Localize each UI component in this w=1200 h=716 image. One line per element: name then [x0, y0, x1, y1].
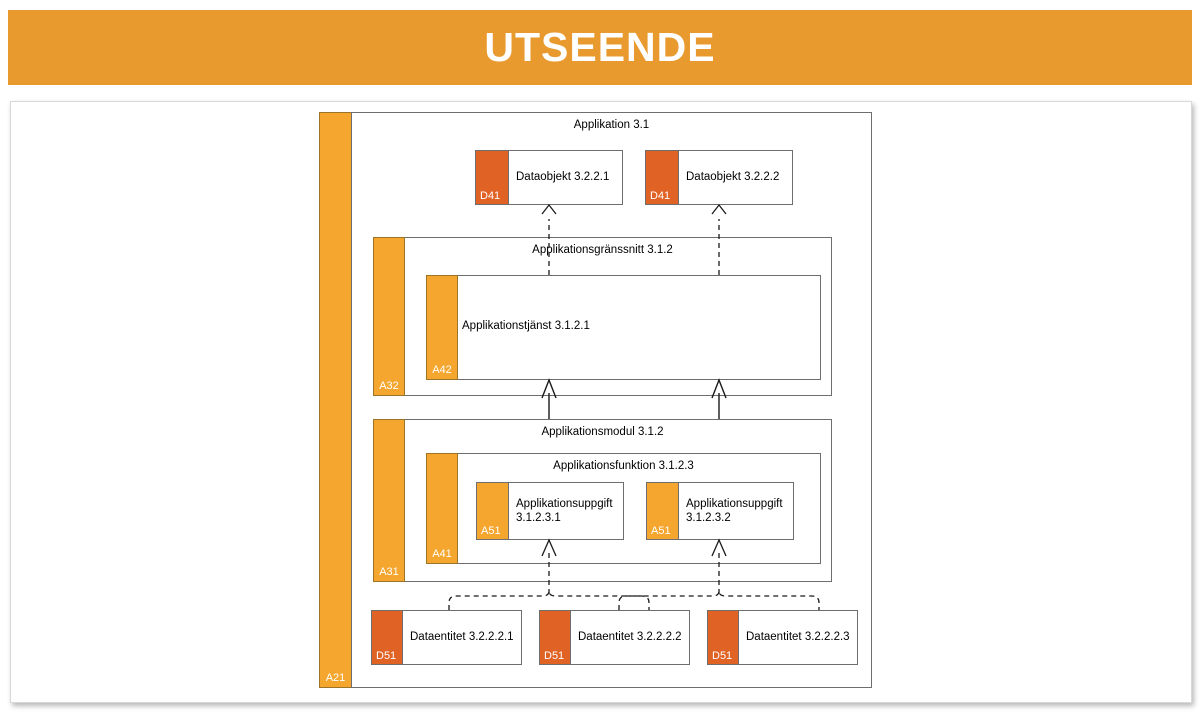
- element-dataentitet-3-2-2-2-1-label: Dataentitet 3.2.2.2.1: [410, 631, 514, 644]
- element-dataentitet-3-2-2-2-2-tab-label: D51: [544, 650, 565, 662]
- element-applikationsuppgift-3-1-2-3-1[interactable]: A51 Applikationsuppgift 3.1.2.3.1: [476, 482, 624, 540]
- element-dataentitet-3-2-2-2-3-tab-label: D51: [712, 650, 733, 662]
- element-dataentitet-3-2-2-2-2-tab: D51: [540, 611, 571, 664]
- element-applikationsuppgift-3-1-2-3-2-label: Applikationsuppgift 3.1.2.3.2: [686, 497, 783, 524]
- container-spine-a31-label: A31: [379, 566, 399, 578]
- container-spine-a42-label: A42: [432, 364, 452, 376]
- container-spine-a41-label: A41: [432, 548, 452, 560]
- element-dataentitet-3-2-2-2-1-tab: D51: [372, 611, 403, 664]
- element-dataobjekt-3-2-2-2-tab-label: D41: [650, 190, 671, 202]
- group-applikation-3-1-caption: Applikation 3.1: [573, 119, 650, 131]
- container-spine-a21-label: A21: [325, 672, 346, 684]
- container-spine-a41[interactable]: A41: [426, 453, 458, 564]
- container-spine-a21[interactable]: A21: [319, 112, 352, 688]
- container-spine-a32-label: A32: [379, 380, 399, 392]
- content-card: A21 Applikation 3.1 D41 Dataobjekt 3.2.2…: [10, 101, 1192, 703]
- element-dataobjekt-3-2-2-1-tab-label: D41: [480, 190, 501, 202]
- element-dataentitet-3-2-2-2-3-label: Dataentitet 3.2.2.2.3: [746, 631, 850, 644]
- element-dataentitet-3-2-2-2-2[interactable]: D51 Dataentitet 3.2.2.2.2: [539, 610, 690, 665]
- page-title: UTSEENDE: [484, 24, 716, 70]
- header-banner: UTSEENDE: [8, 10, 1192, 85]
- element-applikationsuppgift-3-1-2-3-1-tab: A51: [477, 483, 509, 539]
- container-spine-a42[interactable]: A42: [426, 275, 458, 380]
- element-dataentitet-3-2-2-2-3[interactable]: D51 Dataentitet 3.2.2.2.3: [707, 610, 858, 665]
- group-applikationstjanst-3-1-2-1-caption: Applikationstjänst 3.1.2.1: [462, 320, 590, 332]
- element-dataobjekt-3-2-2-1-tab: D41: [476, 151, 509, 204]
- container-spine-a31[interactable]: A31: [373, 419, 405, 582]
- element-dataentitet-3-2-2-2-2-label: Dataentitet 3.2.2.2.2: [578, 631, 682, 644]
- element-applikationsuppgift-3-1-2-3-2[interactable]: A51 Applikationsuppgift 3.1.2.3.2: [646, 482, 794, 540]
- element-applikationsuppgift-3-1-2-3-2-tab-label: A51: [651, 525, 671, 537]
- group-applikationstjanst-3-1-2-1[interactable]: [426, 275, 821, 380]
- element-dataobjekt-3-2-2-2-label: Dataobjekt 3.2.2.2: [686, 171, 780, 184]
- element-dataobjekt-3-2-2-1-label: Dataobjekt 3.2.2.1: [516, 171, 610, 184]
- element-dataentitet-3-2-2-2-1-tab-label: D51: [376, 650, 397, 662]
- container-spine-a32[interactable]: A32: [373, 237, 405, 396]
- element-dataentitet-3-2-2-2-3-tab: D51: [708, 611, 739, 664]
- group-applikationsgranssnitt-3-1-2-caption: Applikationsgränssnitt 3.1.2: [532, 244, 673, 256]
- element-dataobjekt-3-2-2-1[interactable]: D41 Dataobjekt 3.2.2.1: [475, 150, 623, 205]
- element-dataobjekt-3-2-2-2[interactable]: D41 Dataobjekt 3.2.2.2: [645, 150, 793, 205]
- element-dataobjekt-3-2-2-2-tab: D41: [646, 151, 679, 204]
- group-applikationsfunktion-3-1-2-3-caption: Applikationsfunktion 3.1.2.3: [553, 460, 694, 472]
- application-architecture-diagram: A21 Applikation 3.1 D41 Dataobjekt 3.2.2…: [11, 102, 1191, 702]
- element-dataentitet-3-2-2-2-1[interactable]: D51 Dataentitet 3.2.2.2.1: [371, 610, 522, 665]
- element-applikationsuppgift-3-1-2-3-1-tab-label: A51: [481, 525, 501, 537]
- element-applikationsuppgift-3-1-2-3-2-tab: A51: [647, 483, 679, 539]
- element-applikationsuppgift-3-1-2-3-1-label: Applikationsuppgift 3.1.2.3.1: [516, 497, 613, 524]
- group-applikationsmodul-3-1-2-caption: Applikationsmodul 3.1.2: [541, 426, 664, 438]
